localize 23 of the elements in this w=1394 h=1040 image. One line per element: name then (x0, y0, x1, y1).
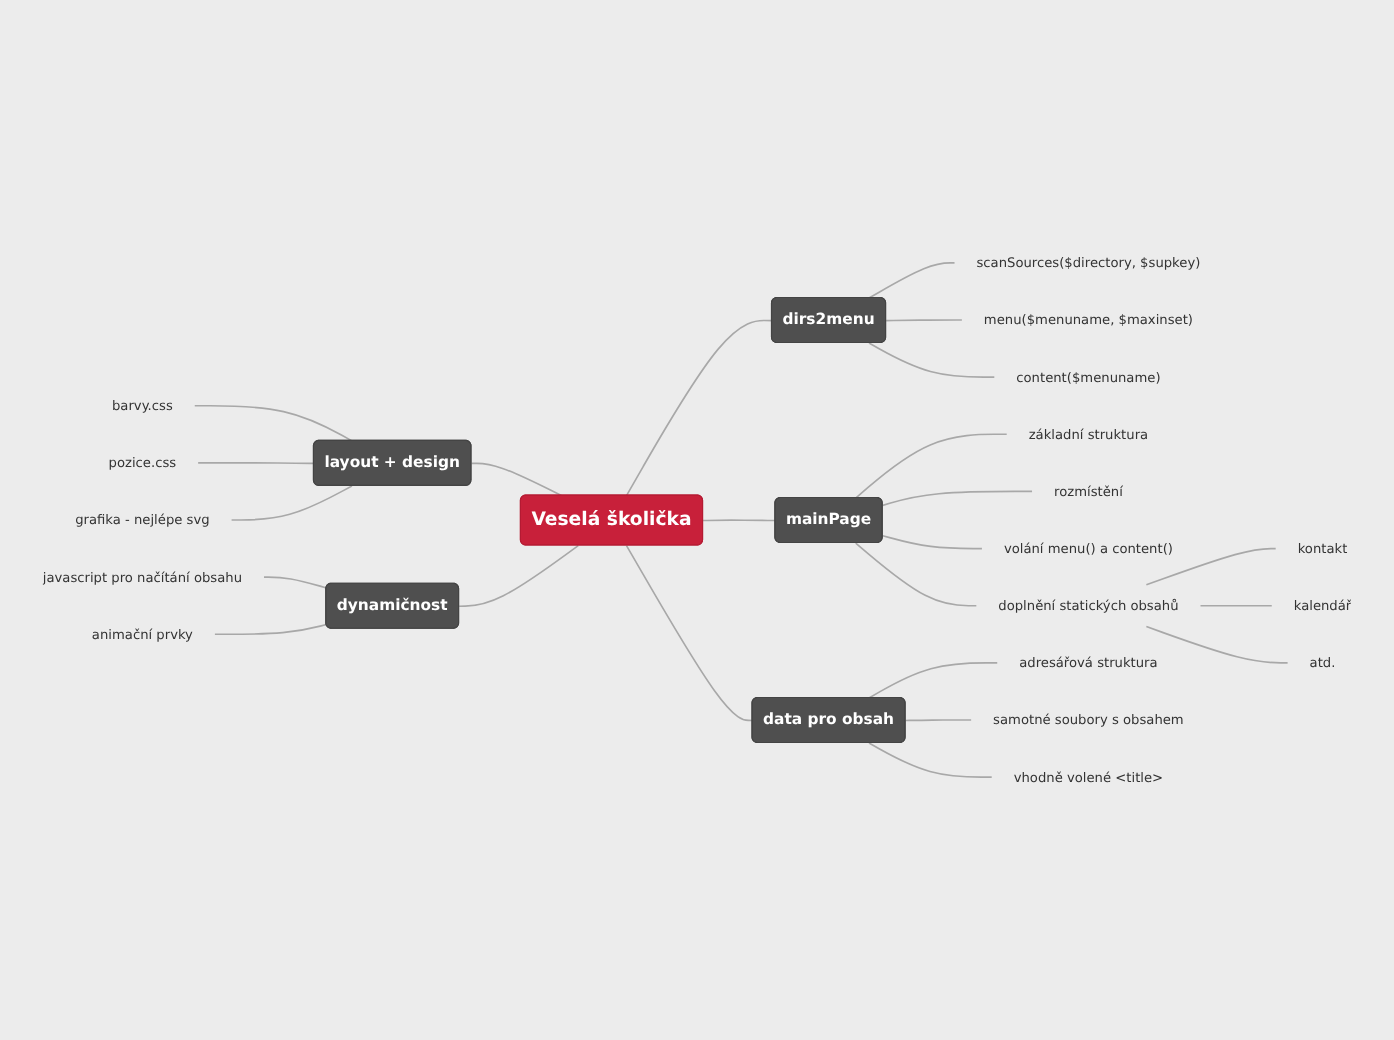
connector (904, 719, 972, 722)
connector (193, 404, 353, 442)
connector (458, 544, 580, 608)
connector (854, 542, 978, 607)
connector (881, 490, 1033, 507)
connector (881, 534, 983, 550)
connector (470, 462, 563, 497)
connector (702, 519, 777, 522)
connector (625, 319, 773, 497)
connector (1199, 604, 1273, 607)
connector (868, 662, 999, 699)
connector (197, 462, 315, 465)
connector (625, 544, 754, 722)
connector (263, 576, 328, 589)
connector (868, 342, 996, 378)
connector (230, 485, 353, 521)
connector (854, 433, 1008, 499)
connector (868, 262, 956, 299)
connector (214, 623, 328, 636)
connector (1145, 547, 1277, 586)
connector (1145, 625, 1289, 664)
connector (885, 319, 963, 322)
connector (868, 742, 993, 778)
